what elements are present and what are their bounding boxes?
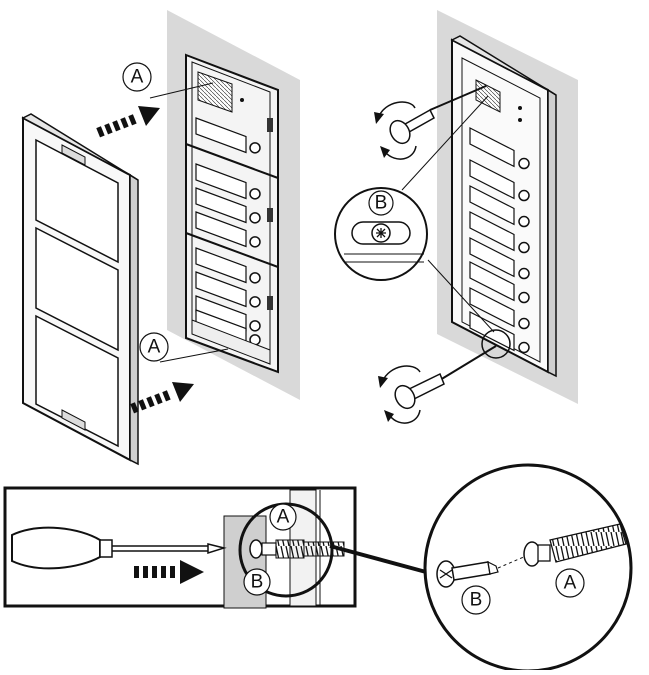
call-button — [518, 291, 530, 304]
call-button — [518, 267, 530, 280]
call-button — [249, 272, 261, 284]
module-panel-left — [185, 53, 279, 374]
name-slot — [469, 127, 515, 168]
screwdriver-lower — [378, 345, 497, 424]
call-button — [249, 142, 261, 154]
callout-a-top: A — [122, 62, 214, 99]
cover-frame — [21, 113, 139, 466]
module-panel-right — [450, 35, 557, 378]
push-arrow-section — [134, 560, 204, 584]
screw-detail-magnifier: B — [334, 187, 428, 281]
callout-b-label: B — [375, 193, 388, 214]
speaker-grille-left — [197, 71, 233, 113]
section-detail: A B — [3, 486, 357, 609]
name-slot — [469, 237, 515, 278]
call-button — [249, 296, 261, 308]
name-slot — [195, 271, 247, 308]
name-slot — [195, 247, 247, 284]
name-slot — [469, 261, 515, 302]
name-slot — [195, 163, 247, 200]
callout-a-section-label: A — [277, 507, 290, 528]
call-button — [249, 236, 261, 248]
name-slot — [469, 185, 515, 226]
anchor-a-icon — [523, 523, 627, 567]
callout-a-zoom-label: A — [564, 573, 577, 594]
name-slots-right — [469, 127, 530, 354]
call-button — [249, 320, 261, 332]
push-arrow-lower — [130, 382, 194, 414]
zoom-detail: B A — [423, 463, 633, 673]
callout-b-section-label: B — [251, 572, 264, 593]
name-slot — [195, 211, 247, 248]
callout-a-top-label: A — [131, 67, 144, 88]
name-slot — [469, 159, 515, 200]
callout-b-zoom-label: B — [470, 590, 483, 611]
call-button — [518, 157, 530, 170]
call-button — [518, 215, 530, 228]
lower-screw-highlight — [481, 329, 511, 359]
call-button — [249, 188, 261, 200]
name-slot — [195, 187, 247, 224]
left-assembly: A A — [21, 10, 300, 466]
callout-a-bottom: A — [139, 332, 229, 363]
call-button — [518, 341, 530, 354]
call-button — [518, 189, 530, 202]
callout-a-bottom-label: A — [148, 337, 161, 358]
screw-b-icon — [436, 560, 499, 588]
name-slot — [469, 211, 515, 252]
name-slot — [469, 287, 515, 328]
push-arrow-upper — [96, 106, 160, 138]
call-button — [518, 317, 530, 330]
name-slot — [195, 117, 247, 154]
call-button — [518, 241, 530, 254]
screwdriver-upper — [374, 85, 487, 160]
call-button — [249, 212, 261, 224]
right-assembly: B — [334, 10, 578, 424]
screwdriver-section — [11, 526, 227, 570]
